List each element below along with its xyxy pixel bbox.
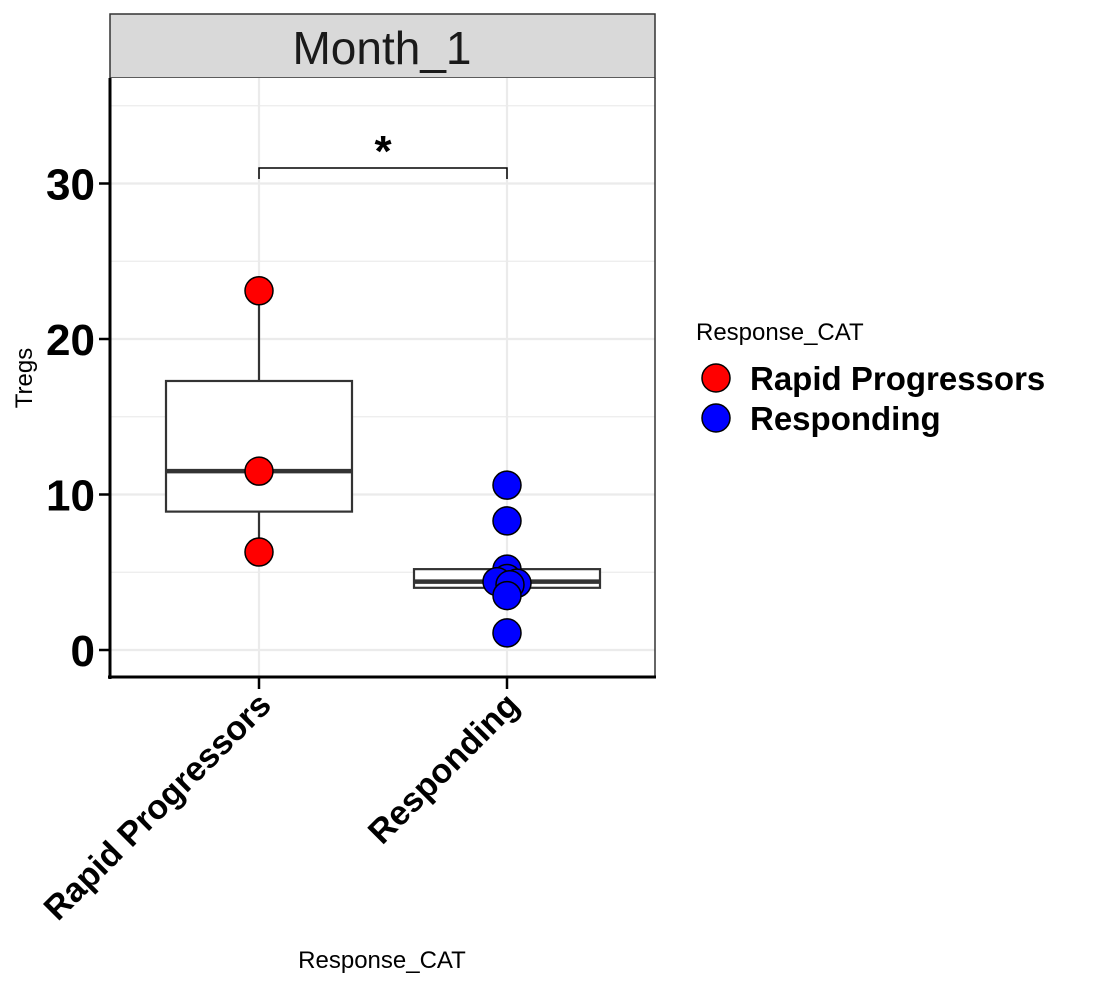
x-axis-title: Response_CAT (298, 947, 466, 974)
x-tick-label: Rapid Progressors (37, 686, 279, 928)
facet-strip (109, 13, 656, 79)
data-point (244, 537, 274, 567)
data-point (492, 470, 522, 500)
data-point (244, 276, 274, 306)
y-axis-ticks: 0 10 20 30 (46, 161, 110, 676)
y-tick-label: 0 (71, 627, 95, 676)
data-point (492, 506, 522, 536)
significance-label: * (374, 127, 392, 176)
data-point (492, 580, 522, 611)
y-tick-label: 10 (46, 472, 95, 521)
legend-label: Responding (750, 400, 941, 437)
data-point (244, 456, 274, 486)
points (244, 276, 532, 648)
facet-title: Month_1 (292, 22, 471, 74)
y-tick-label: 30 (46, 161, 95, 210)
legend-key (701, 363, 731, 393)
y-axis-title: Tregs (11, 348, 38, 408)
significance-line (258, 167, 508, 179)
legend-label: Rapid Progressors (750, 360, 1045, 397)
y-tick-label: 20 (46, 316, 95, 365)
legend-title: Response_CAT (696, 319, 864, 346)
x-tick-label: Responding (361, 686, 527, 852)
significance-bracket: * (258, 127, 508, 179)
data-point (492, 618, 522, 648)
legend-key (701, 403, 731, 433)
x-axis-ticks: Rapid Progressors Responding (37, 677, 527, 928)
box-iqr (164, 379, 354, 513)
boxes (164, 290, 602, 589)
